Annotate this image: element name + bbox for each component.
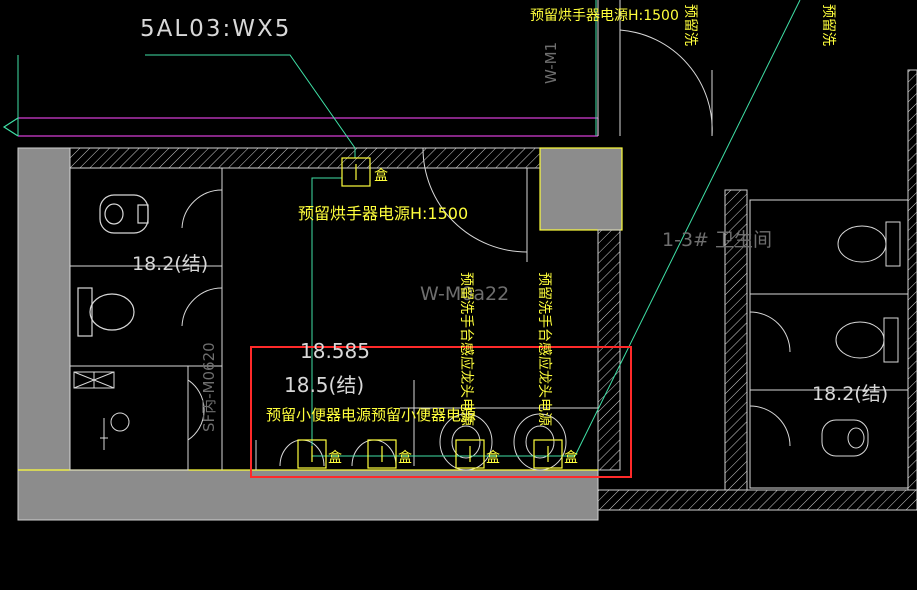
- elevation-left: 18.2(结): [132, 253, 208, 275]
- room-name: 1-3# 卫生间: [662, 229, 772, 251]
- junction-boxes: [297, 157, 563, 469]
- wash-label-partial-2: 预留洗: [820, 4, 836, 46]
- western-toilet-icon: [77, 287, 135, 337]
- elevation-finish: 18.585: [300, 339, 370, 363]
- door-label-mid: W-M0a22: [420, 283, 509, 305]
- power-bus-line: [2, 55, 599, 137]
- wall-mid-hatch: [724, 189, 748, 491]
- door-label-side: SF丙-M0620: [200, 342, 218, 432]
- urinal-power-label: 预留小便器电源预留小便器电源: [266, 406, 476, 424]
- box-label-4: 盒: [564, 449, 578, 466]
- central-door: [422, 147, 528, 262]
- wall-bottom: [17, 469, 599, 521]
- elevation-right: 18.2(结): [812, 383, 888, 405]
- wall-top-hatch: [69, 147, 541, 169]
- wall-right-hatch: [597, 229, 621, 471]
- wall-right-far-hatch: [597, 489, 917, 511]
- wall-left-column: [17, 147, 71, 471]
- top-door: [597, 0, 713, 137]
- box-label-top: 盒: [374, 167, 388, 184]
- basin-power-label-2: 预留洗手台感应龙头电源: [536, 272, 553, 426]
- left-stalls: [69, 167, 223, 471]
- basin-power-label-1: 预留洗手台感应龙头电源: [458, 272, 475, 426]
- hand-dryer-label-top: 预留烘手器电源H:1500: [530, 8, 679, 24]
- box-label-3: 盒: [486, 449, 500, 466]
- wall-column-right: [539, 147, 623, 231]
- shower-drain-icon: [73, 371, 130, 450]
- circuit-label: 5AL03:WX5: [140, 16, 291, 42]
- elevation-struct: 18.5(结): [284, 373, 364, 397]
- squat-toilet-icon: [99, 194, 149, 234]
- highlight-box: [250, 346, 632, 478]
- right-stalls: [749, 199, 909, 489]
- wall-far-right-vertical: [907, 69, 917, 491]
- box-label-1: 盒: [328, 449, 342, 466]
- door-label-top: W-M1: [542, 42, 560, 84]
- hand-dryer-label-main: 预留烘手器电源H:1500: [298, 204, 468, 223]
- wash-label-partial-1: 预留洗: [682, 4, 698, 46]
- box-label-2: 盒: [398, 449, 412, 466]
